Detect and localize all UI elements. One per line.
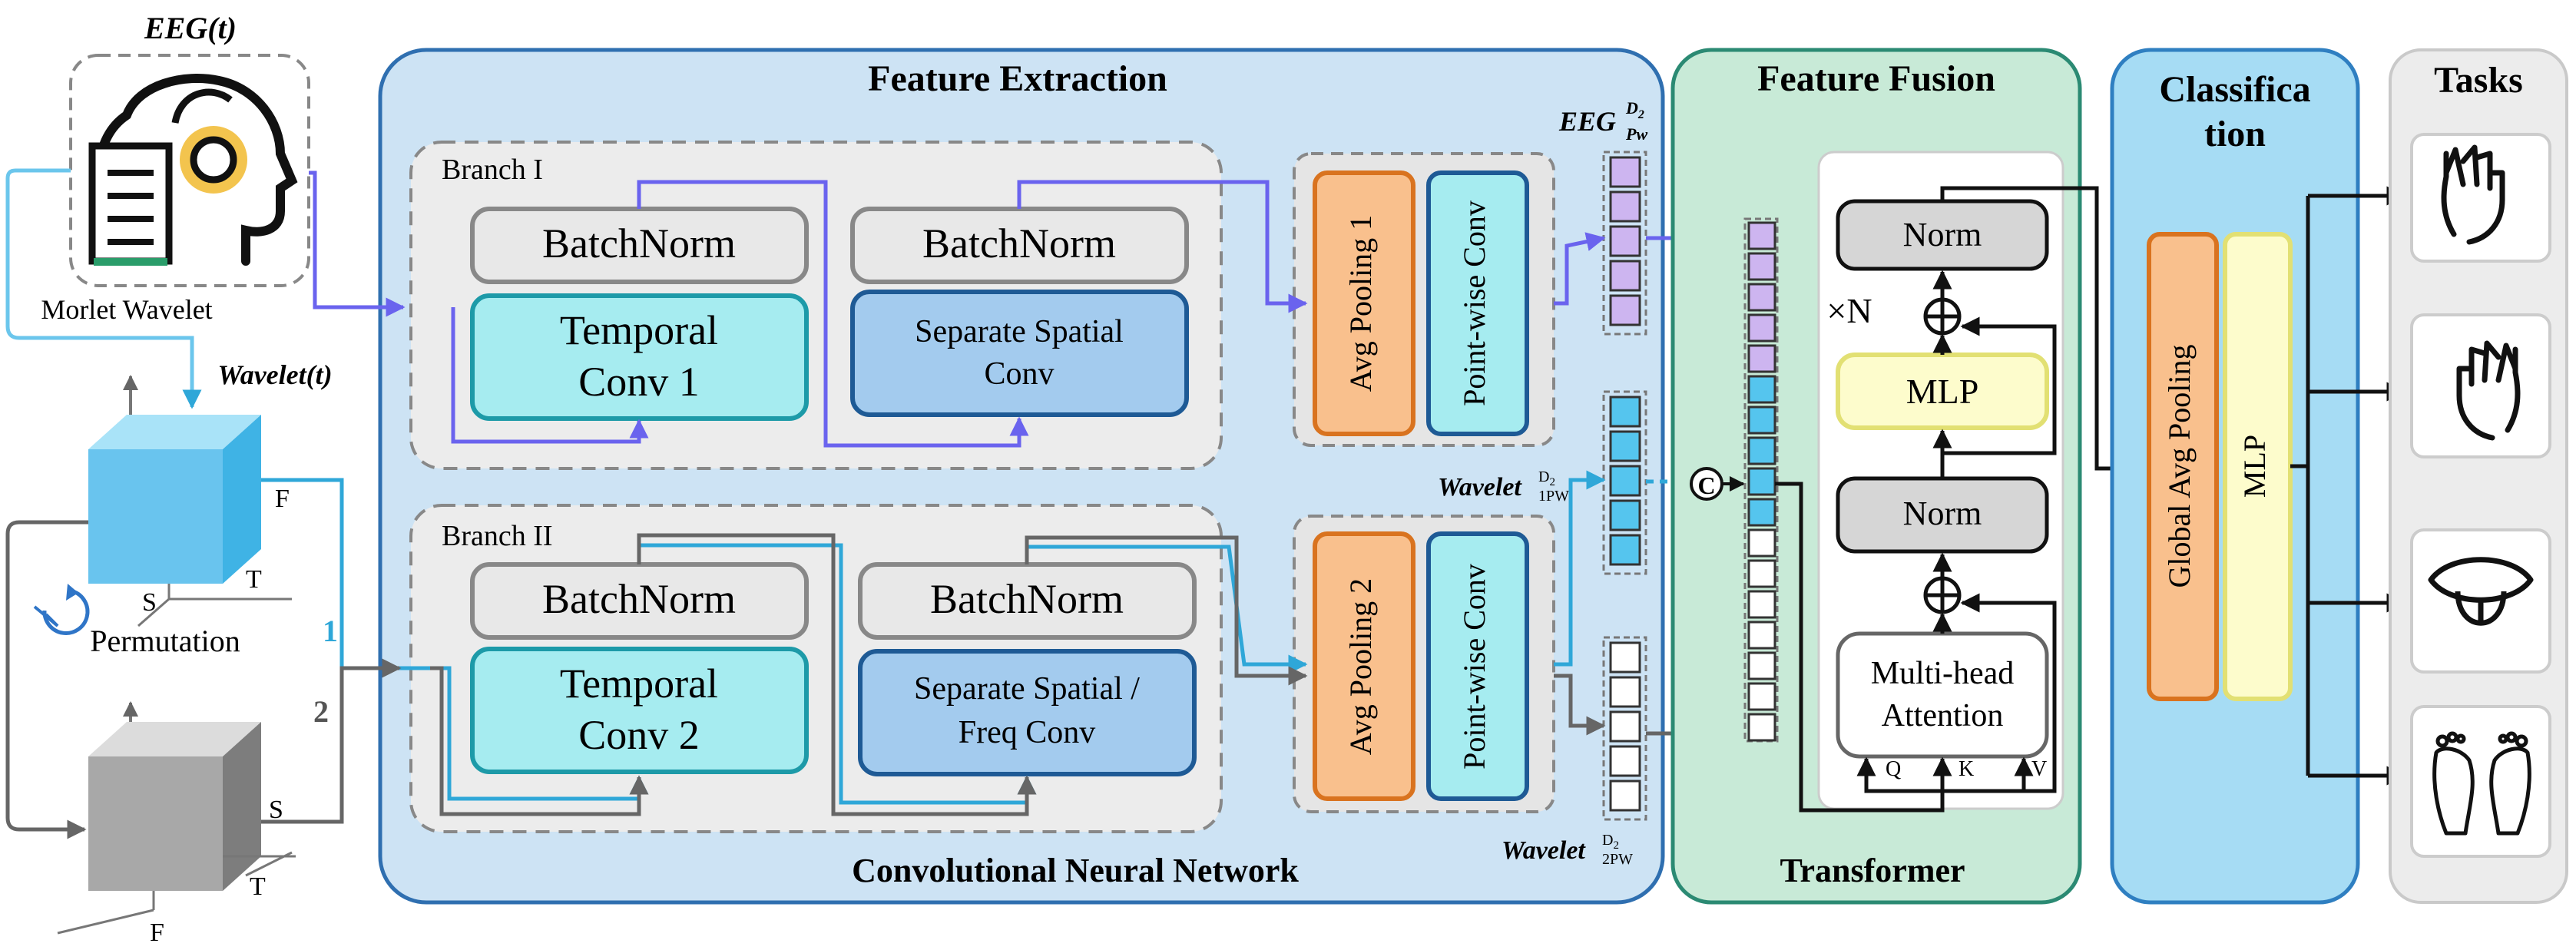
svg-text:F: F: [275, 485, 290, 513]
global-avg-pooling: [2147, 232, 2219, 701]
svg-text:Point-wise Conv: Point-wise Conv: [1457, 564, 1492, 770]
path-2-label: 2: [313, 694, 329, 729]
svg-text:Separate Spatial: Separate Spatial: [915, 314, 1124, 349]
svg-text:Multi-head: Multi-head: [1871, 656, 2015, 691]
svg-text:Norm: Norm: [1903, 495, 1982, 532]
eeg-output-label: EEG: [1558, 106, 1616, 137]
permutation-loop: [5, 520, 88, 839]
repeat-label: ×N: [1826, 291, 1872, 330]
svg-text:S: S: [142, 588, 157, 617]
svg-text:Point-wise Conv: Point-wise Conv: [1457, 200, 1492, 406]
pointwise-conv-2: [1426, 531, 1529, 801]
svg-text:T: T: [250, 872, 266, 901]
pointwise-conv-1: [1426, 170, 1529, 436]
feet-icon: [2432, 731, 2531, 836]
svg-text:Conv 1: Conv 1: [578, 359, 700, 405]
svg-text:tion: tion: [2204, 114, 2266, 154]
feature-fusion-panel: Feature Fusion Transformer C ×N: [1670, 48, 2145, 905]
wavelet2-token-frame: [1602, 636, 1647, 821]
permutation-label: Permutation: [90, 624, 240, 658]
multi-head-attention: [1836, 631, 2049, 759]
eeg-token-frame: [1602, 151, 1647, 336]
svg-text:Freq Conv: Freq Conv: [959, 715, 1096, 750]
svg-text:Global Avg Pooling: Global Avg Pooling: [2162, 344, 2197, 588]
svg-text:T: T: [246, 565, 262, 594]
svg-text:Separate Spatial /: Separate Spatial /: [914, 671, 1140, 707]
svg-text:Norm: Norm: [1903, 216, 1982, 253]
cnn-flow-arrows: [261, 170, 1715, 824]
wavelet1-output-label: Wavelet: [1438, 473, 1522, 501]
svg-text:D2: D2: [1538, 468, 1555, 488]
svg-text:Attention: Attention: [1882, 698, 2004, 733]
svg-text:D2: D2: [1602, 832, 1619, 852]
branch-1-label: Branch I: [442, 154, 543, 186]
left-hand-icon: [2441, 144, 2505, 245]
svg-text:BatchNorm: BatchNorm: [542, 576, 736, 622]
svg-text:F: F: [150, 919, 164, 946]
tasks-title: Tasks: [2434, 60, 2523, 101]
svg-text:V: V: [2031, 757, 2047, 781]
fused-token-stack: [1743, 217, 1779, 743]
wavelet2-token-stack: [1609, 641, 1641, 812]
separate-spatial-conv-1: [850, 290, 1189, 417]
svg-text:S: S: [269, 796, 283, 824]
wavelet2-output-label: Wavelet: [1502, 836, 1586, 865]
cnn-footer: Convolutional Neural Network: [852, 852, 1299, 889]
svg-text:BatchNorm: BatchNorm: [930, 576, 1124, 622]
svg-text:BatchNorm: BatchNorm: [542, 220, 736, 266]
svg-text:2PW: 2PW: [1602, 851, 1633, 868]
svg-text:MLP: MLP: [2237, 435, 2272, 498]
svg-text:Temporal: Temporal: [560, 660, 718, 707]
wavelet1-token-stack: [1609, 396, 1641, 566]
svg-text:Pw: Pw: [1625, 124, 1647, 144]
classification-panel: Classifica tion Global Avg Pooling MLP: [2110, 48, 2406, 905]
svg-text:BatchNorm: BatchNorm: [922, 220, 1116, 266]
feature-extraction-title: Feature Extraction: [868, 58, 1167, 99]
feature-extraction-panel: Feature Extraction Convolutional Neural …: [378, 48, 1665, 905]
avg-pooling-2: [1313, 531, 1415, 801]
svg-text:Avg Pooling 2: Avg Pooling 2: [1343, 578, 1378, 755]
svg-text:Conv: Conv: [984, 356, 1054, 392]
svg-text:D2: D2: [1625, 98, 1644, 121]
wavelet-label: Wavelet(t): [217, 359, 332, 390]
temporal-conv-2: [470, 647, 809, 774]
eeg-token-stack: [1609, 156, 1641, 326]
transformer-arrows: [1775, 270, 2057, 813]
svg-text:C: C: [1697, 472, 1715, 499]
svg-text:Conv 2: Conv 2: [578, 712, 700, 758]
tasks-panel: Tasks: [2389, 48, 2568, 904]
eeg-label: EEG(t): [144, 11, 237, 45]
avg-pooling-1: [1313, 170, 1415, 436]
morlet-label: Morlet Wavelet: [41, 294, 212, 325]
branch-2-label: Branch II: [442, 520, 553, 552]
tongue-icon: [2428, 557, 2534, 626]
morlet-arrow: [5, 168, 202, 409]
separate-spatial-freq-conv: [858, 649, 1197, 776]
eeg-head-icon: [88, 74, 298, 266]
transformer-footer: Transformer: [1780, 852, 1965, 889]
temporal-conv-1: [470, 293, 809, 421]
svg-text:Temporal: Temporal: [560, 307, 718, 353]
task-output-arrows: [2290, 186, 2406, 786]
svg-text:MLP: MLP: [1906, 372, 1979, 411]
wavelet-tensor-cube: F S T: [88, 375, 292, 627]
permutation-icon: [33, 584, 90, 635]
path-1-label: 1: [323, 614, 338, 648]
input-section: EEG(t) Morlet Wavelet Wavelet(t): [5, 11, 338, 947]
permuted-tensor-cube: S F T: [57, 701, 296, 947]
svg-text:Q: Q: [1886, 757, 1901, 781]
svg-text:1PW: 1PW: [1538, 488, 1569, 505]
feature-fusion-title: Feature Fusion: [1757, 58, 1995, 99]
svg-text:Avg Pooling 1: Avg Pooling 1: [1343, 215, 1378, 392]
svg-text:Classifica: Classifica: [2159, 69, 2310, 110]
svg-text:K: K: [1958, 757, 1974, 781]
right-hand-icon: [2456, 340, 2521, 441]
